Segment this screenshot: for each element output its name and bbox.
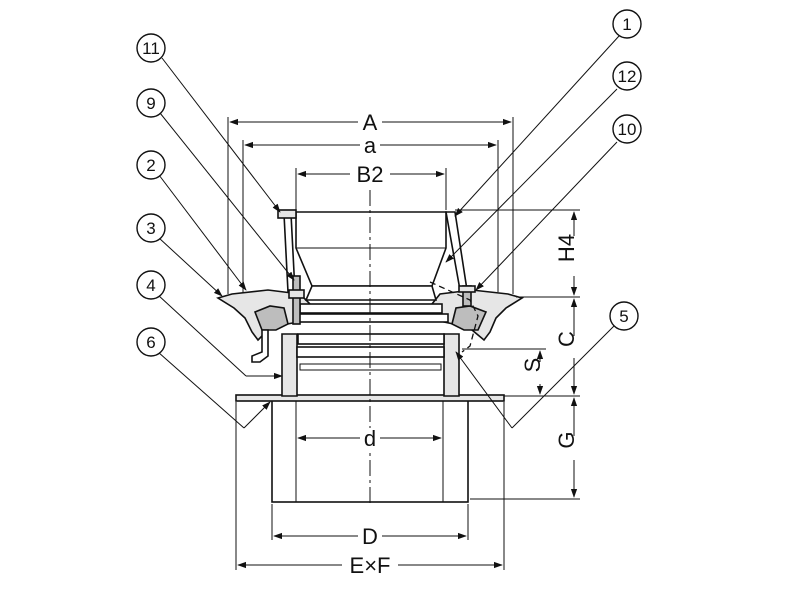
callout-9-label: 9 — [146, 94, 155, 113]
callout-12-label: 12 — [618, 67, 637, 86]
callout-4-bubble — [136, 270, 166, 300]
seal-ring — [293, 313, 449, 323]
body-left-wall — [281, 333, 298, 397]
strainer-cone — [295, 211, 447, 287]
dim-d-label: d — [364, 426, 376, 451]
callout-1-label: 1 — [622, 15, 631, 34]
dim-ExF-label: E×F — [350, 553, 391, 578]
hidden-line-right — [429, 281, 479, 353]
fixing-bolt-head — [288, 289, 305, 299]
callout-10-bubble — [612, 114, 642, 144]
callout-1-bubble — [612, 9, 642, 39]
dim-C-label: C — [554, 331, 579, 347]
callout-12-bubble — [612, 61, 642, 91]
callout-6-bubble — [136, 327, 166, 357]
clamp-ring — [299, 303, 443, 314]
callout-10-label: 10 — [618, 120, 637, 139]
fixing-bolt — [292, 275, 301, 325]
dim-B2-label: B2 — [357, 162, 384, 187]
callout-11-bubble — [136, 33, 166, 63]
dim-a-label: a — [364, 133, 377, 158]
support-ring — [297, 333, 445, 345]
drain-assembly — [216, 190, 524, 505]
strainer-base — [304, 285, 438, 301]
body-right-wall — [443, 333, 460, 397]
callout-3-label: 3 — [146, 219, 155, 238]
callout-6-label: 6 — [146, 333, 155, 352]
dimensions: A a B2 d D E×F — [227, 110, 586, 578]
flange-left-inner — [253, 305, 289, 331]
callouts: 1 12 10 5 11 9 2 3 4 — [136, 9, 642, 429]
dim-D-label: D — [362, 524, 378, 549]
callout-2-bubble — [136, 150, 166, 180]
callout-11-label: 11 — [142, 39, 160, 58]
callout-4-label: 4 — [146, 276, 155, 295]
callout-3-bubble — [136, 213, 166, 243]
dim-H4-label: H4 — [554, 234, 579, 262]
dim-A-label: A — [363, 110, 378, 135]
dim-G-label: G — [554, 431, 579, 448]
callout-5-bubble — [609, 301, 639, 331]
callout-2-label: 2 — [146, 156, 155, 175]
anchor-hook — [251, 329, 269, 363]
callout-9-bubble — [136, 88, 166, 118]
dim-S-label: S — [520, 358, 545, 373]
callout-5-label: 5 — [619, 307, 628, 326]
guard-bracket — [277, 209, 297, 219]
right-bolt-head — [458, 285, 476, 293]
